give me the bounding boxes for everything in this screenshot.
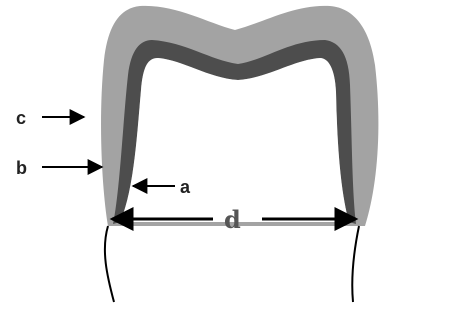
root-line-right	[352, 226, 359, 302]
label-a: a	[180, 177, 191, 197]
label-d: d	[224, 205, 241, 234]
label-c: c	[16, 108, 26, 128]
label-b: b	[16, 158, 27, 178]
root-line-left	[105, 226, 114, 302]
pulp-cavity	[120, 58, 349, 222]
